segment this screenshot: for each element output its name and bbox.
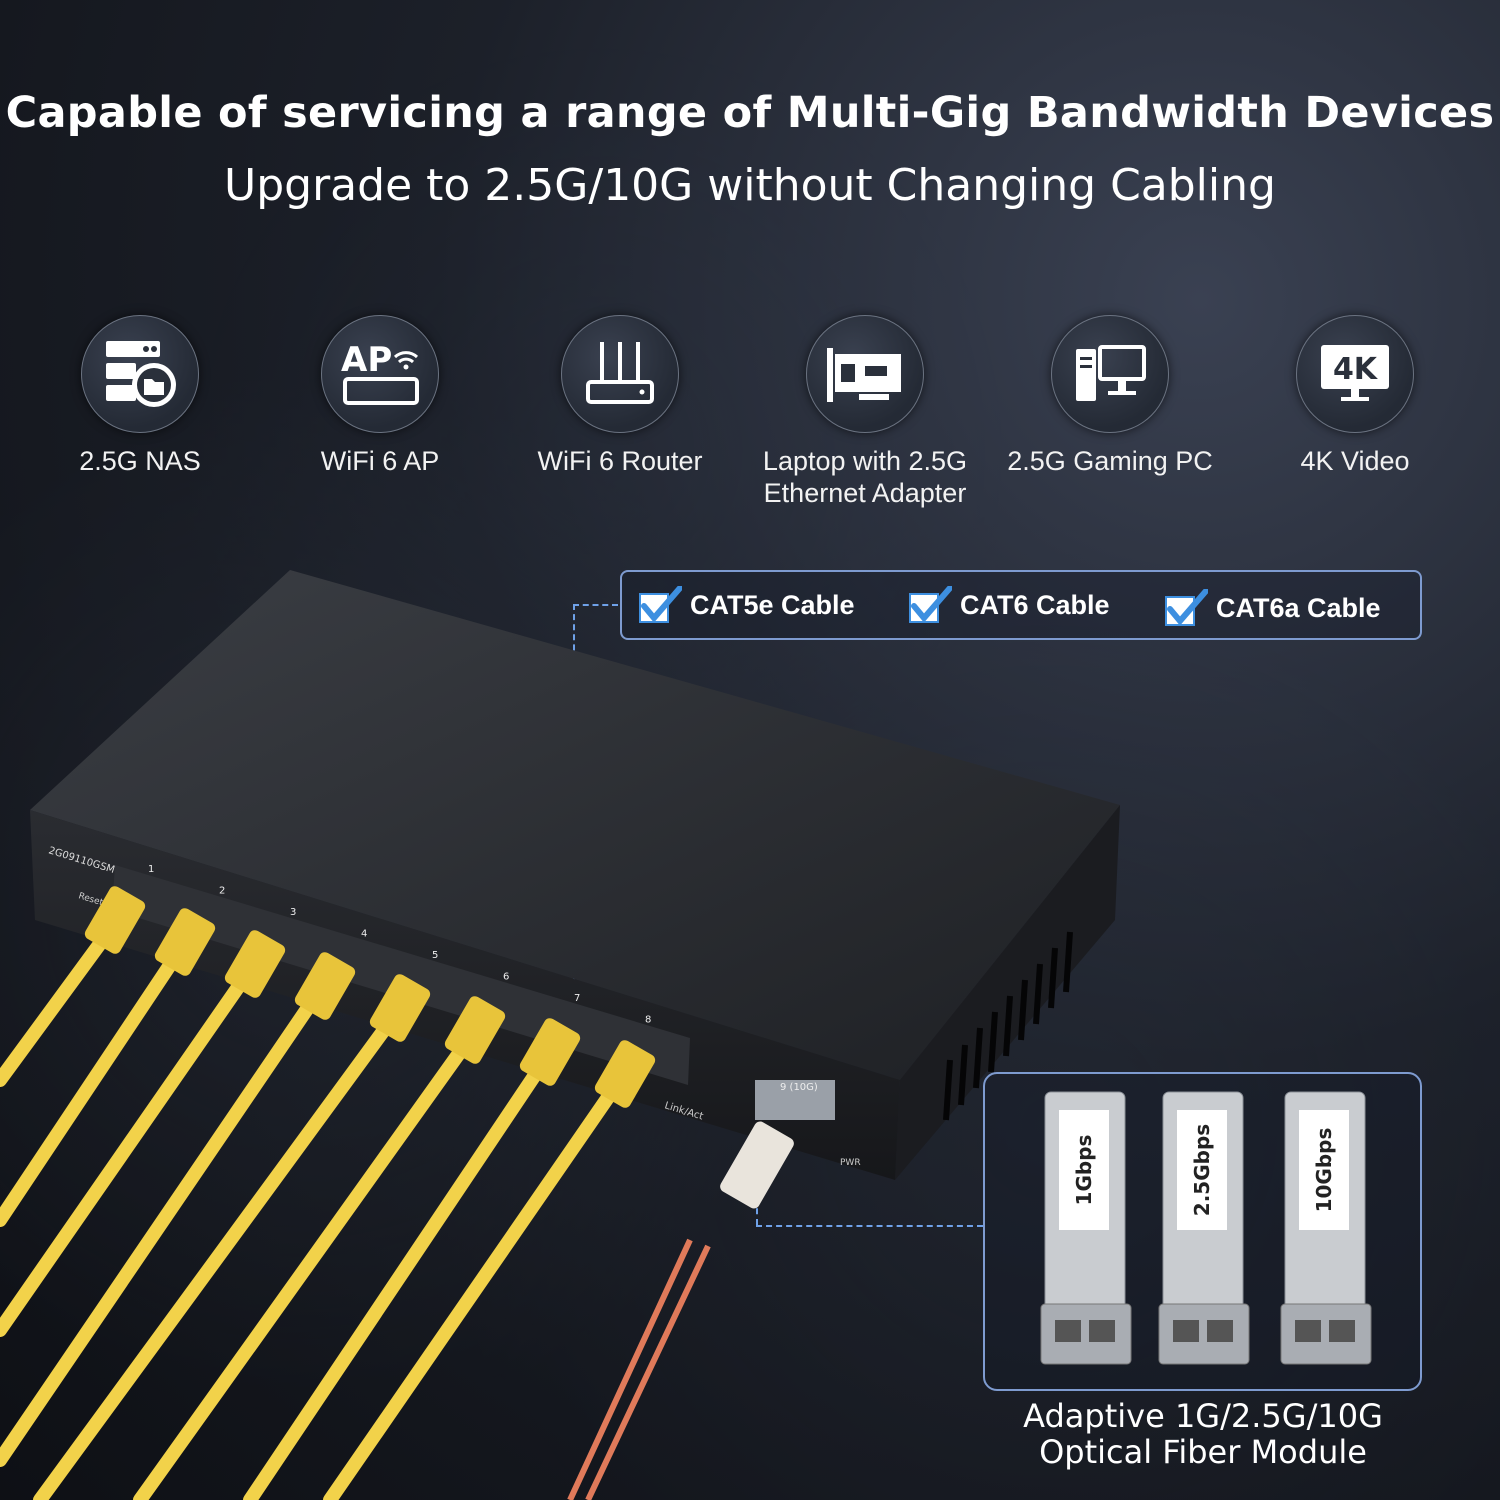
cable-item-cat6: CAT6 Cable [908, 586, 1110, 624]
port-number-label: 5 [432, 950, 438, 961]
sfp-caption: Adaptive 1G/2.5G/10G Optical Fiber Modul… [1023, 1397, 1383, 1471]
device-router: WiFi 6 Router [510, 315, 730, 477]
port-number-label: 8 [645, 1015, 651, 1026]
sfp-module-1g: 1Gbps [1040, 1091, 1132, 1365]
checkmark-icon [1165, 589, 1208, 626]
4k-icon-text: 4K [1333, 352, 1379, 387]
checkmark-icon [909, 586, 952, 623]
4k-monitor-icon: 4K [1296, 315, 1414, 433]
sfp-modules-box: 1Gbps 2.5Gbps 10Gbps [983, 1072, 1422, 1391]
cable-item-cat5e: CAT5e Cable [638, 586, 855, 624]
ethernet-plugs [84, 886, 656, 1108]
device-gaming-pc: 2.5G Gaming PC [1000, 315, 1220, 477]
device-label: WiFi 6 AP [320, 446, 440, 476]
device-nas: 2.5G NAS [30, 315, 250, 477]
port-number-label: 3 [290, 907, 296, 918]
sfp-port [755, 1080, 835, 1120]
device-label: 2.5G Gaming PC [1007, 446, 1213, 476]
pwr-label: PWR [840, 1158, 861, 1168]
device-ethernet-adapter: Laptop with 2.5G Ethernet Adapter [755, 315, 975, 509]
device-label: 4K Video [1300, 446, 1410, 476]
sfp-port-label: 9 (10G) [780, 1082, 818, 1093]
device-label: 2.5G NAS [79, 446, 201, 476]
router-icon [561, 315, 679, 433]
cable-compatibility-box: CAT5e Cable CAT6 Cable CAT6a Cable [620, 570, 1422, 640]
sfp-module-10g: 10Gbps [1280, 1091, 1372, 1365]
nas-icon [81, 315, 199, 433]
port-number-label: 7 [574, 993, 580, 1004]
switch-top-panel [30, 570, 1120, 1080]
port-number-label: 1 [148, 864, 154, 875]
connector-line [573, 604, 618, 606]
device-label: WiFi 6 Router [537, 446, 703, 476]
fiber-cable [567, 1238, 711, 1500]
port-number-label: 4 [361, 929, 367, 940]
device-access-point: AP WiFi 6 AP [270, 315, 490, 477]
gaming-pc-icon [1051, 315, 1169, 433]
cable-label: CAT6 Cable [960, 589, 1110, 620]
cable-label: CAT6a Cable [1216, 592, 1381, 623]
sfp-speed-label: 10Gbps [1312, 1128, 1336, 1213]
page-subtitle: Upgrade to 2.5G/10G without Changing Cab… [224, 160, 1276, 211]
checkmark-icon [639, 586, 682, 623]
ethernet-adapter-icon [806, 315, 924, 433]
device-4k-video: 4K 4K Video [1245, 315, 1465, 477]
cable-label: CAT5e Cable [690, 589, 855, 620]
port-number-label: 6 [503, 972, 509, 983]
ap-icon-text: AP [341, 340, 392, 380]
sfp-speed-label: 1Gbps [1072, 1135, 1096, 1206]
page-title: Capable of servicing a range of Multi-Gi… [5, 88, 1495, 138]
cable-item-cat6a: CAT6a Cable [1164, 589, 1381, 627]
fiber-connector [720, 1121, 794, 1209]
sfp-speed-label: 2.5Gbps [1190, 1124, 1214, 1216]
access-point-icon: AP [321, 315, 439, 433]
network-switch-illustration: 2G09110GSM Reset 9 (10G) Link/Act PWR 12… [0, 570, 1120, 1500]
sfp-module-2-5g: 2.5Gbps [1158, 1091, 1250, 1365]
device-label: Laptop with 2.5G Ethernet Adapter [762, 446, 968, 508]
connector-line [756, 1225, 983, 1227]
port-number-label: 2 [219, 886, 225, 897]
port-number-group: 1 2 3 4 5 6 7 8 [148, 864, 651, 1026]
ethernet-cables [0, 923, 627, 1500]
